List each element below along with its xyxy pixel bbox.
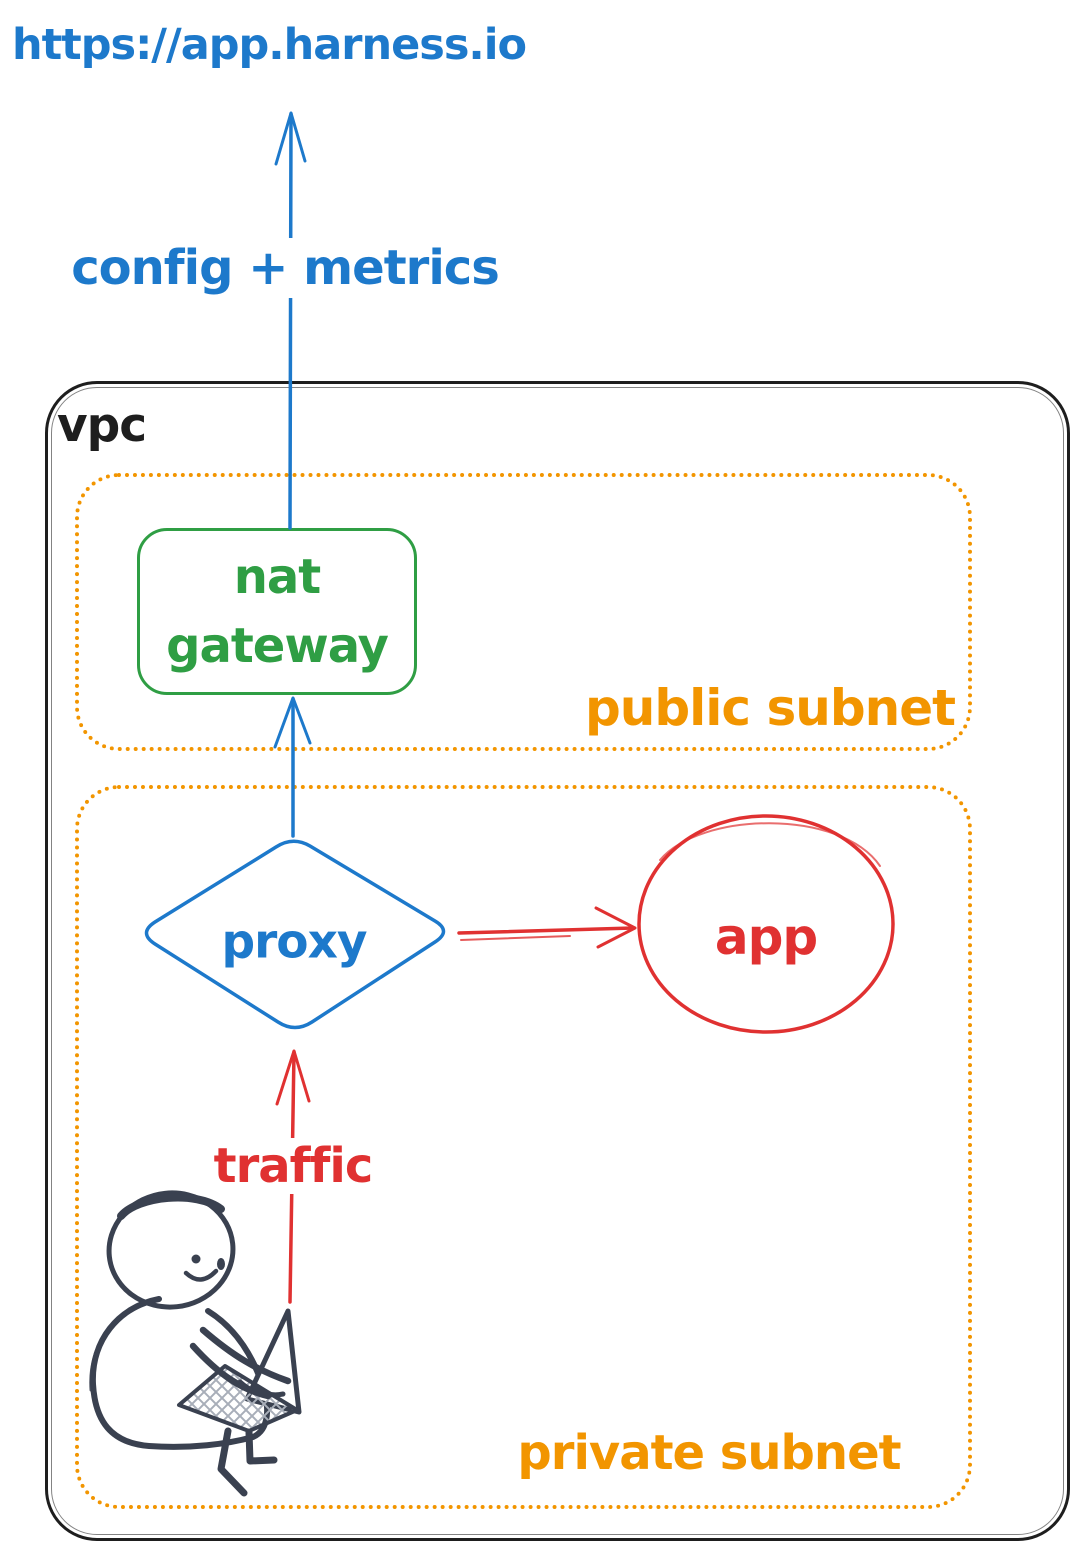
app-circle-sketch-stroke [659,822,881,867]
external-url-label: https://app.harness.io [12,20,527,70]
public-subnet-box [75,473,972,751]
hand-strokes [237,1379,286,1398]
arrow-proxy-to-nat [273,696,312,838]
nat-gateway-label-line2: gateway [166,617,389,674]
arrow-proxy-to-app [457,906,637,949]
arrow-head [594,906,637,949]
nat-gateway-label-line1: nat [233,549,322,606]
nat-gateway-node: nat gateway [137,528,417,695]
private-subnet-label: private subnet [517,1425,901,1481]
arrow-head [273,696,312,749]
eye-dot [191,1254,201,1264]
vpc-label: vpc [57,398,147,453]
proxy-label: proxy [221,914,367,970]
config-metrics-arrow-label: config + metrics [61,238,509,298]
arrow-shaft [457,926,635,935]
proxy-diamond [144,839,446,1030]
traffic-arrow-label: traffic [205,1138,381,1194]
private-subnet-box [75,785,972,1509]
person-at-laptop-icon [89,1190,302,1497]
ear-mark [217,1258,225,1270]
arrow-head [275,1049,311,1106]
leg-left [217,1427,248,1497]
hair-stroke [117,1193,225,1220]
arrow-config-metrics [274,111,307,530]
app-label: app [714,908,818,966]
leg-right [245,1428,278,1465]
vpc-boundary-box [45,381,1070,1541]
arrow-shaft-sketch [460,935,571,941]
arrow-head [274,111,307,166]
public-subnet-label: public subnet [584,679,956,737]
app-circle [637,814,895,1034]
head-outline [106,1190,236,1310]
arrow-shaft [288,112,293,530]
arm-upper [199,1326,292,1385]
smile-stroke [183,1268,219,1282]
